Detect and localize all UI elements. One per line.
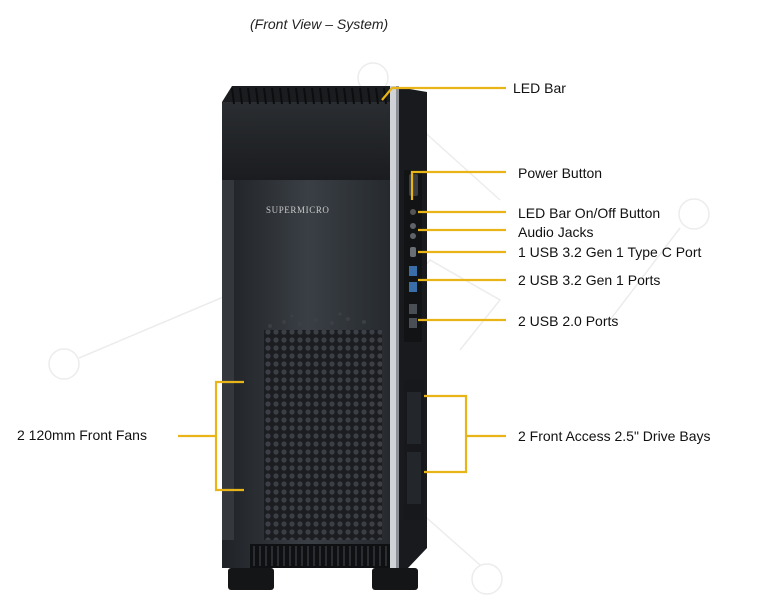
vent-fin: [375, 87, 379, 105]
usb-c-port: [410, 247, 416, 257]
vent-fin: [271, 87, 275, 105]
vent-fin: [255, 87, 259, 105]
audio-jack: [410, 223, 416, 229]
led-bar: [390, 86, 399, 568]
vent-fin: [311, 87, 315, 105]
usb-20-port: [409, 304, 417, 314]
vent-fin: [351, 87, 355, 105]
callout-usb-c: 1 USB 3.2 Gen 1 Type C Port: [518, 244, 702, 260]
power-button: [409, 174, 418, 196]
vent-fin: [303, 87, 307, 105]
callout-usb-20: 2 USB 2.0 Ports: [518, 313, 619, 329]
vent-fin: [279, 87, 283, 105]
vent-fin: [287, 87, 291, 105]
callout-front-fans: 2 120mm Front Fans: [17, 427, 147, 443]
front-mesh-grille: [264, 330, 382, 540]
right-foot: [372, 568, 418, 590]
callout-usb-32: 2 USB 3.2 Gen 1 Ports: [518, 272, 661, 288]
figure-caption: (Front View – System): [250, 16, 389, 32]
callout-power-button: Power Button: [518, 165, 603, 181]
vent-fin: [231, 87, 235, 105]
vent-fin: [359, 87, 363, 105]
led-toggle-button: [410, 209, 416, 215]
callout-led-bar: LED Bar: [513, 80, 566, 96]
brand-logo: SUPERMICRO: [266, 205, 330, 215]
usb-32-port: [409, 282, 417, 292]
usb-20-port: [409, 318, 417, 328]
drive-bay: [407, 392, 421, 444]
vent-fin: [367, 87, 371, 105]
callout-drive-bays: 2 Front Access 2.5" Drive Bays: [518, 428, 711, 444]
vent-fin: [343, 87, 347, 105]
callout-leaders: [178, 86, 506, 492]
vent-fin: [295, 87, 299, 105]
vent-fin: [327, 87, 331, 105]
callout-audio-jacks: Audio Jacks: [518, 224, 594, 240]
vent-fin: [335, 87, 339, 105]
drive-bay: [407, 452, 421, 504]
grille-dither: [268, 312, 366, 328]
vent-fin: [263, 87, 267, 105]
left-foot: [228, 568, 274, 590]
audio-jack: [410, 233, 416, 239]
vent-fin: [319, 87, 323, 105]
vent-fin: [239, 87, 243, 105]
top-vent: [222, 86, 398, 180]
usb-32-port: [409, 266, 417, 276]
callout-led-bar-toggle: LED Bar On/Off Button: [518, 205, 661, 221]
vent-fin: [247, 87, 251, 105]
